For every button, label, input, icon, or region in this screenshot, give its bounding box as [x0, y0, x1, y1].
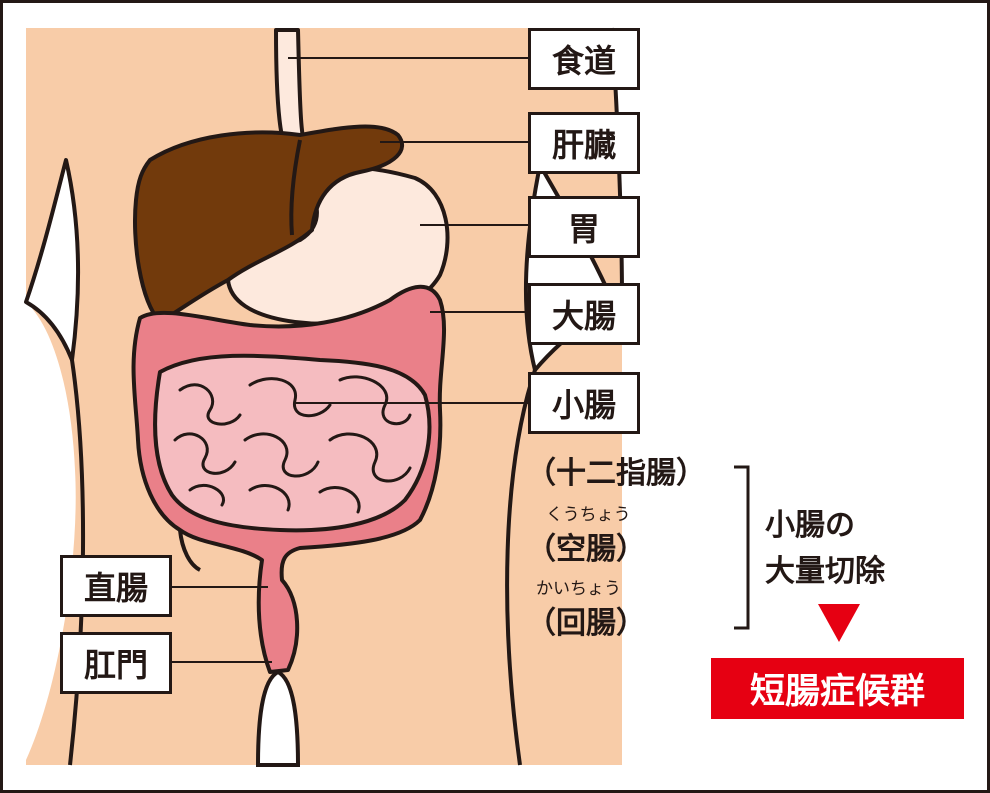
ileum-reading: かいちょう	[536, 579, 621, 599]
label-stomach: 胃	[528, 196, 640, 258]
jejunum-label: （空腸）	[526, 532, 646, 567]
label-esophagus: 食道	[528, 28, 640, 90]
label-rectum: 直腸	[60, 555, 172, 617]
left-arm-gap	[24, 158, 81, 362]
annotation-line2: 大量切除	[765, 554, 885, 589]
label-large-intestine: 大腸	[528, 283, 640, 345]
left-hip-line	[68, 359, 86, 766]
bracket	[734, 465, 750, 630]
ileum-label: （回腸）	[526, 606, 646, 641]
right-hip-line	[505, 369, 537, 766]
down-arrow	[818, 604, 860, 642]
leader-lines	[171, 57, 532, 663]
annotation-line1: 小腸の	[765, 508, 855, 543]
small-intestine	[153, 353, 432, 533]
jejunum-reading: くうちょう	[546, 505, 631, 525]
liver-lobe-line	[289, 139, 302, 236]
label-anus: 肛門	[60, 632, 172, 694]
label-small-intestine: 小腸	[528, 372, 640, 434]
duodenum-label: （十二指腸）	[526, 456, 706, 491]
label-liver: 肝臓	[528, 112, 640, 174]
short-bowel-syndrome-badge: 短腸症候群	[711, 658, 964, 719]
liver	[133, 124, 405, 324]
small-intestine-coils	[173, 375, 412, 514]
appendix	[178, 529, 202, 572]
